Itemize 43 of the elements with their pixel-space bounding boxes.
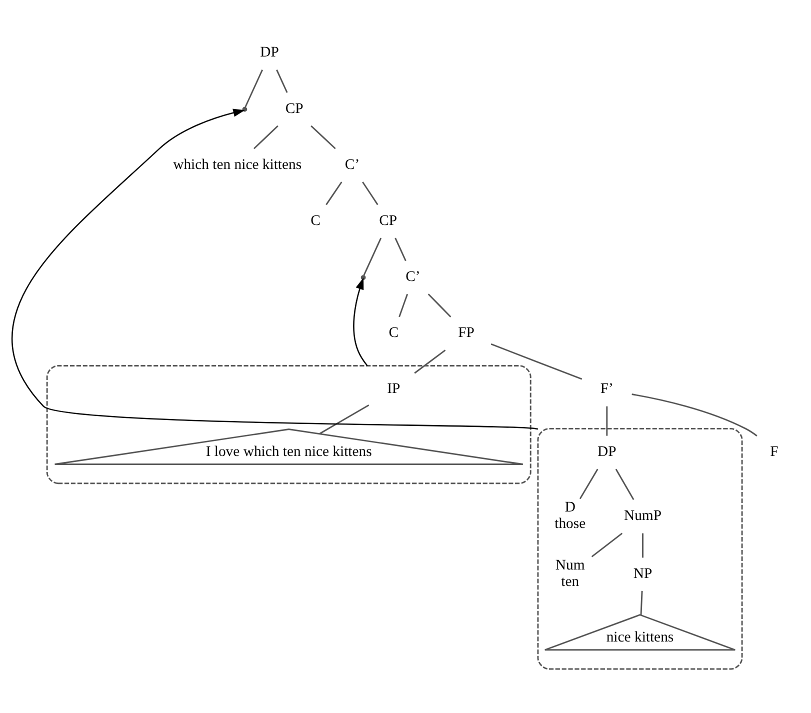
connector xyxy=(642,533,644,558)
node-text: C xyxy=(310,212,320,229)
connector xyxy=(414,350,446,374)
node-text: C’ xyxy=(406,269,420,286)
node-text: Num ten xyxy=(555,558,585,590)
connector xyxy=(326,182,342,206)
node-text: IP xyxy=(387,381,400,398)
node-text: DP xyxy=(260,44,279,61)
node-text: F’ xyxy=(600,381,614,398)
cluster xyxy=(46,365,532,484)
connector xyxy=(579,468,598,500)
connector xyxy=(310,125,336,150)
connector xyxy=(394,238,406,262)
connector xyxy=(428,294,452,318)
connector xyxy=(319,404,370,434)
node-text: D those xyxy=(554,500,586,532)
arrow xyxy=(12,108,538,430)
connector xyxy=(362,182,378,206)
node-text: NumP xyxy=(624,508,662,524)
connector xyxy=(398,294,408,318)
node-text: DP xyxy=(598,444,616,460)
connector xyxy=(490,343,582,380)
node-text: F xyxy=(770,444,778,460)
node-text: C xyxy=(388,325,399,342)
node-text: FP xyxy=(458,325,474,342)
connector xyxy=(591,532,623,558)
connector xyxy=(254,125,278,150)
node-point xyxy=(360,275,366,280)
connector xyxy=(615,468,634,500)
connector xyxy=(244,70,264,108)
node-text: CP xyxy=(379,212,398,229)
node-text: C’ xyxy=(344,156,360,173)
node-text: CP xyxy=(285,100,304,117)
connector xyxy=(276,70,288,93)
connector xyxy=(363,238,382,276)
node-text: which ten nice kittens xyxy=(173,156,302,173)
node-point xyxy=(242,106,248,112)
arrow xyxy=(353,278,368,366)
connector xyxy=(640,590,643,616)
node-text: NP xyxy=(633,566,652,582)
connector xyxy=(606,406,608,436)
cluster xyxy=(537,428,743,670)
connector xyxy=(632,394,758,436)
